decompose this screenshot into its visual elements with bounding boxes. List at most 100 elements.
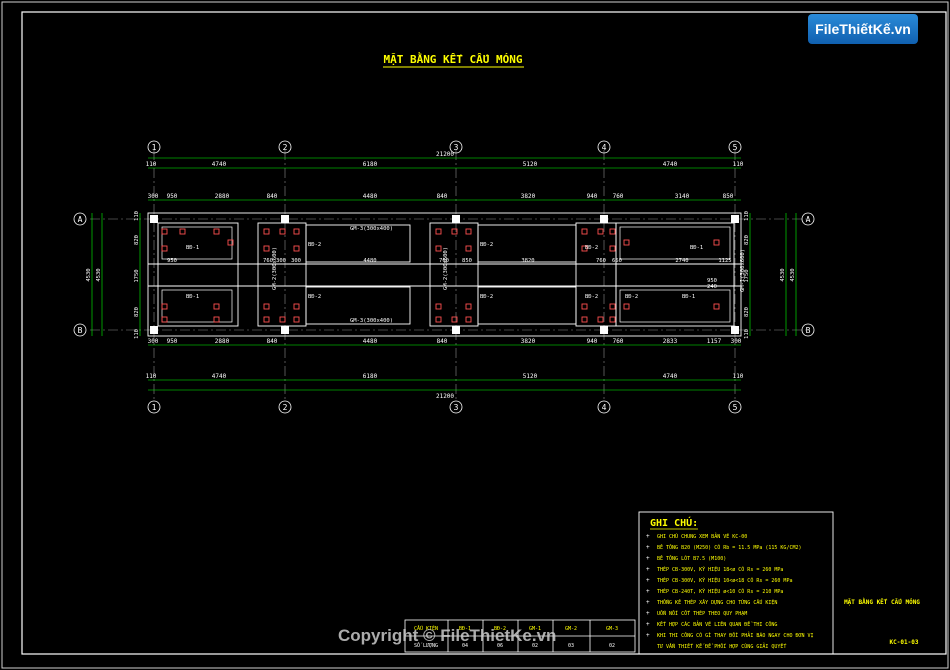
dim-side-total: 4530 (780, 268, 786, 281)
column-marker (609, 316, 616, 323)
dim-detail: 300 (276, 258, 286, 264)
column-marker (609, 245, 616, 252)
column-marker (161, 303, 168, 310)
axis-label: 3 (454, 143, 459, 152)
dim-side: 1750 (134, 269, 140, 282)
beam-label: GM-3(300x400) (350, 318, 393, 324)
dim-side-total: 4530 (790, 268, 796, 281)
note-bullets: +++ +++ +++ + (646, 533, 650, 639)
svg-text:+: + (646, 577, 650, 584)
dimension-lines-side (91, 213, 797, 336)
dim-detail: 4480 (363, 338, 378, 345)
vertical-grid-lines (153, 150, 736, 402)
filethietke-logo: FileThiếtKế.vn (808, 14, 918, 44)
column-marker (609, 303, 616, 310)
dim-detail: 950 (167, 258, 177, 264)
dim-detail: 3140 (675, 193, 690, 200)
column-marker (451, 228, 458, 235)
notes-box (638, 511, 834, 655)
beam-label: GM-1(300x600) (740, 249, 746, 292)
note-item: KHI THI CÔNG CÓ GÌ THAY ĐỔI PHẢI BÁO NGA… (657, 631, 814, 639)
footing-labels: BĐ-1 BĐ-1 BĐ-2 BĐ-2 BĐ-2 BĐ-2 BĐ-2 BĐ-2 … (186, 242, 703, 300)
dim-detail: 1157 (707, 338, 722, 345)
column-marker (581, 316, 588, 323)
axis-label: 5 (733, 143, 738, 152)
column-marker (581, 303, 588, 310)
column-marker (581, 245, 588, 252)
dim-detail: 300 (731, 338, 742, 345)
dim-side: 820 (134, 307, 140, 317)
dim-detail: 2880 (215, 193, 230, 200)
column-marker (713, 303, 720, 310)
dim-detail: 3820 (521, 258, 534, 264)
dim-side: 110 (744, 329, 750, 339)
axis-bubbles-side (73, 212, 815, 337)
column-marker (597, 228, 604, 235)
svg-text:+: + (646, 621, 650, 628)
column-marker (451, 316, 458, 323)
footing-label: BĐ-1 (682, 294, 695, 300)
horizontal-grid-lines (90, 218, 806, 331)
note-item: BÊ TÔNG B20 (M250) CÓ Rb = 11.5 MPa (115… (657, 543, 802, 551)
inner-frame (21, 11, 947, 655)
column-marker (293, 228, 300, 235)
dim-detail: 840 (267, 338, 278, 345)
dim-detail: 4480 (363, 193, 378, 200)
column-marker (213, 316, 220, 323)
column-marker (609, 228, 616, 235)
dim-side-total: 4530 (96, 268, 102, 281)
notes-list: GHI CHÚ CHUNG XEM BẢN VẼ KC-00 BÊ TÔNG B… (657, 532, 814, 650)
note-item: THÉP CB-240T, KÝ HIỆU ø<10 CÓ Rs = 210 M… (657, 587, 783, 595)
dim-inner: 950 (707, 278, 717, 284)
dim-detail: 950 (167, 338, 178, 345)
table-header: BĐ-2 (494, 626, 506, 632)
dim-detail: 840 (437, 193, 448, 200)
dim-overall: 21200 (436, 151, 454, 158)
dimension-lines-bottom (148, 344, 741, 391)
note-item: THÉP CB-300V, KÝ HIỆU 18<ø CÓ Rs = 260 M… (657, 565, 783, 573)
dim-detail: 850 (462, 258, 472, 264)
dimension-lines-top (148, 157, 741, 201)
dim-side: 1750 (744, 269, 750, 282)
column-marker (435, 303, 442, 310)
svg-text:+: + (646, 555, 650, 562)
table-cell: 03 (568, 643, 574, 649)
dim-overall: 21200 (436, 393, 454, 400)
column-marker (623, 303, 630, 310)
dim-span: 4740 (212, 373, 227, 380)
dim-edge: 110 (146, 161, 157, 168)
column-marker (213, 303, 220, 310)
quantity-table (404, 619, 636, 653)
dim-span: 6180 (363, 161, 378, 168)
dim-side: 820 (744, 307, 750, 317)
column-marker (263, 316, 270, 323)
column-marker (227, 239, 234, 246)
dim-side: 110 (744, 211, 750, 221)
footing-label: BĐ-2 (585, 245, 598, 251)
dimension-text-middle: 950 760 300 300 4480 760 850 3820 760 65… (167, 258, 732, 290)
dim-detail: 2833 (663, 338, 678, 345)
column-marker (263, 228, 270, 235)
column-marker (213, 228, 220, 235)
dim-inner: 240 (707, 284, 717, 290)
dim-detail: 760 (596, 258, 606, 264)
dim-detail: 3820 (521, 193, 536, 200)
dim-detail: 4480 (363, 258, 376, 264)
column-marker (279, 316, 286, 323)
table-cell: 04 (462, 643, 468, 649)
column-marker (179, 228, 186, 235)
dimension-text-right: 4530 4530 110 820 1750 820 110 (744, 211, 796, 339)
table-cell: SỐ LƯỢNG (414, 642, 438, 649)
column-marker (161, 228, 168, 235)
table-cell: 02 (609, 643, 615, 649)
footing-label: BĐ-2 (625, 294, 638, 300)
dim-span: 4740 (212, 161, 227, 168)
beam-label: GM-3(300x400) (350, 226, 393, 232)
axis-label: 1 (152, 403, 157, 412)
svg-text:+: + (646, 610, 650, 617)
dim-side: 820 (744, 235, 750, 245)
axis-label: 3 (454, 403, 459, 412)
column-marker (581, 228, 588, 235)
axis-label: B (806, 326, 811, 335)
